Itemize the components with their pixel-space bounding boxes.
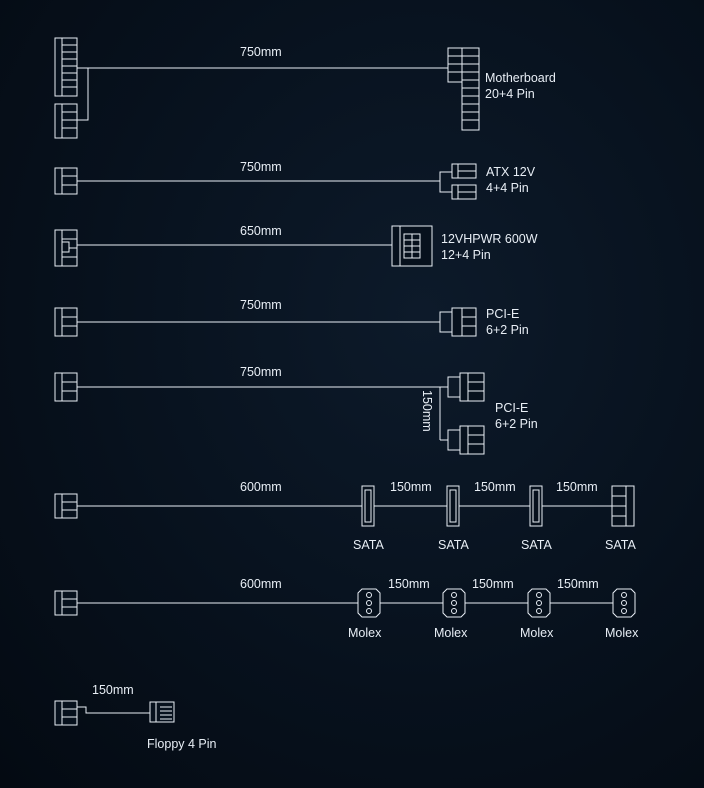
pcie1-device-connector: [451, 307, 477, 337]
sata-label-4: SATA: [605, 538, 636, 552]
sata-connector-1: [361, 485, 375, 527]
vhpwr-length-label: 650mm: [240, 224, 282, 238]
motherboard-cable: [54, 37, 480, 139]
sata-connector-3: [529, 485, 543, 527]
vhpwr-name-line1: 12VHPWR 600W: [441, 232, 538, 246]
pcie2-name-line1: PCI-E: [495, 401, 529, 415]
sata-length-label: 600mm: [240, 480, 282, 494]
pcie2-psu-connector: [54, 372, 78, 402]
pcie2-name-line2: 6+2 Pin: [495, 417, 538, 431]
mb-length-label: 750mm: [240, 45, 282, 59]
molex-seg1-label: 150mm: [388, 577, 430, 591]
mb-name-line2: 20+4 Pin: [485, 87, 535, 101]
molex-length-label: 600mm: [240, 577, 282, 591]
molex-label-2: Molex: [434, 626, 468, 640]
molex-label-3: Molex: [520, 626, 554, 640]
sata-seg2-label: 150mm: [474, 480, 516, 494]
pcie1-name-line1: PCI-E: [486, 307, 520, 321]
vhpwr-cable: [54, 225, 433, 267]
atx-length-label: 750mm: [240, 160, 282, 174]
vhpwr-name-line2: 12+4 Pin: [441, 248, 491, 262]
pcie2-branch-length-label: 150mm: [420, 390, 434, 432]
sata-seg1-label: 150mm: [390, 480, 432, 494]
sata-connector-2: [446, 485, 460, 527]
sata-seg3-label: 150mm: [556, 480, 598, 494]
atx-psu-connector: [54, 167, 78, 195]
molex-seg2-label: 150mm: [472, 577, 514, 591]
atx-name-line1: ATX 12V: [486, 165, 536, 179]
pcie1-length-label: 750mm: [240, 298, 282, 312]
sata-connector-4: [611, 485, 635, 527]
floppy-name-label: Floppy 4 Pin: [147, 737, 217, 751]
sata-label-1: SATA: [353, 538, 384, 552]
molex-connector-2: [442, 588, 466, 618]
pcie1-name-line2: 6+2 Pin: [486, 323, 529, 337]
floppy-length-label: 150mm: [92, 683, 134, 697]
pcie1-cable: [54, 307, 477, 337]
sata-label-2: SATA: [438, 538, 469, 552]
mb-device-connector-main: [461, 47, 480, 131]
molex-connector-3: [527, 588, 551, 618]
molex-cable: [54, 588, 636, 618]
atx-name-line2: 4+4 Pin: [486, 181, 529, 195]
floppy-psu-connector: [54, 700, 78, 726]
pcie2-cable: [54, 372, 485, 455]
molex-seg3-label: 150mm: [557, 577, 599, 591]
molex-connector-1: [357, 588, 381, 618]
mb-device-connector-small: [447, 47, 463, 83]
floppy-cable: [54, 700, 175, 726]
sata-label-3: SATA: [521, 538, 552, 552]
pcie2-length-label: 750mm: [240, 365, 282, 379]
molex-connector-4: [612, 588, 636, 618]
atx-cable: [54, 163, 477, 200]
mb-name-line1: Motherboard: [485, 71, 556, 85]
pcie2-device-connector-a: [459, 372, 485, 402]
sata-cable: [54, 485, 635, 527]
molex-label-4: Molex: [605, 626, 639, 640]
mb-psu-connector-aux: [54, 103, 78, 139]
molex-label-1: Molex: [348, 626, 382, 640]
molex-psu-connector: [54, 590, 78, 616]
pcie1-psu-connector: [54, 307, 78, 337]
sata-psu-connector: [54, 493, 78, 519]
pcie2-device-connector-b: [459, 425, 485, 455]
